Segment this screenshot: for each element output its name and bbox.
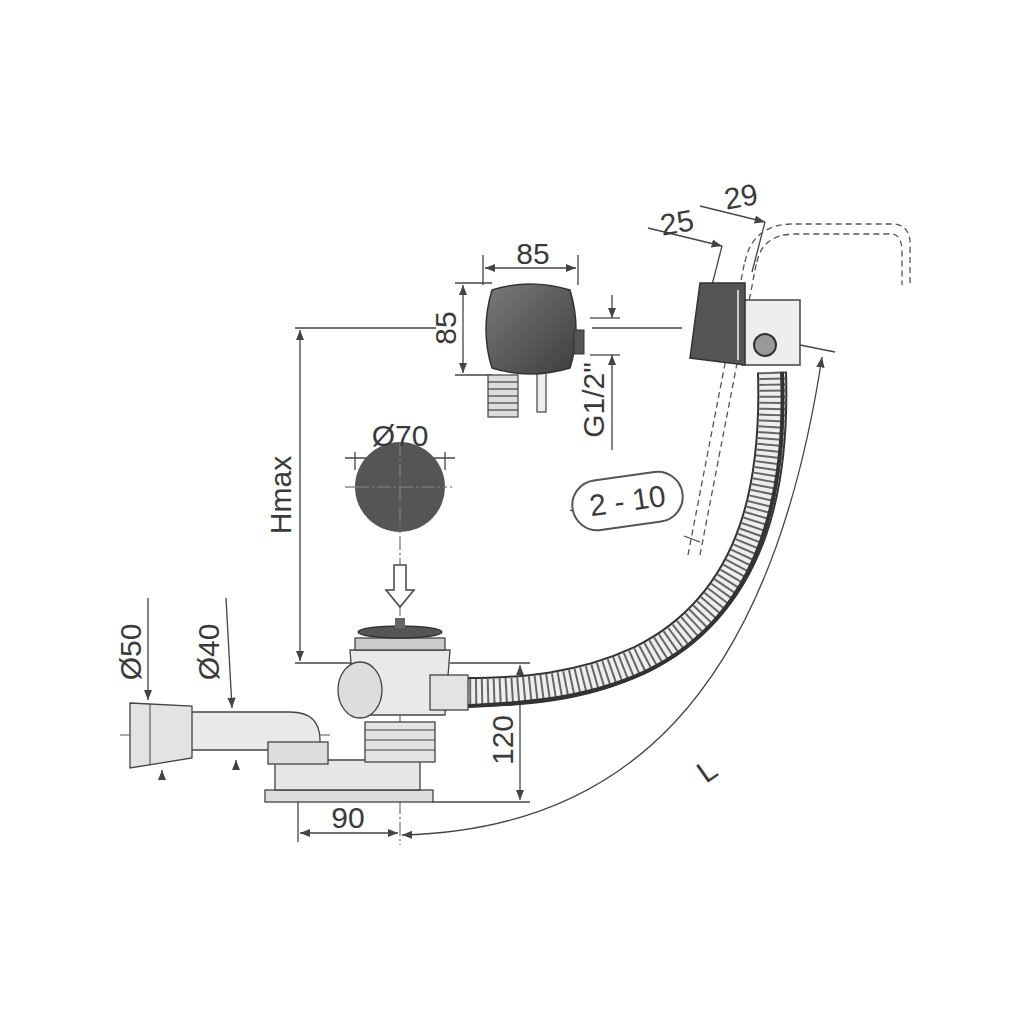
diameter-40: Ø40 (194, 624, 224, 681)
tolerance-range: 2 - 10 (587, 481, 667, 521)
dimension-120: 120 (488, 715, 518, 765)
height-max: Hmax (266, 456, 296, 534)
length-label: L (692, 754, 723, 788)
dimension-height: 85 (431, 311, 461, 344)
dimension-width: 85 (516, 239, 549, 269)
dimension-29: 29 (722, 179, 760, 214)
thread-size: G1/2" (579, 362, 609, 438)
dimension-90: 90 (331, 803, 364, 833)
diameter-50: Ø50 (116, 624, 146, 681)
tolerance-box: 2 - 10 (567, 467, 686, 534)
diameter-70: Ø70 (372, 421, 429, 451)
dimension-25: 25 (658, 205, 696, 240)
